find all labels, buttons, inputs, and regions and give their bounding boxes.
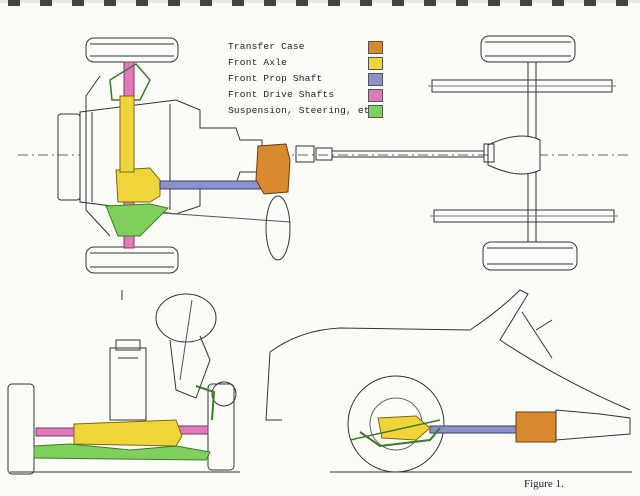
plan-view — [18, 35, 630, 274]
legend-swatch — [368, 73, 383, 86]
front-right-tire — [85, 246, 179, 274]
front-view-left-tire — [7, 383, 35, 475]
transfer-case — [255, 143, 291, 195]
spiral-binding — [0, 0, 640, 6]
legend-label: Suspension, Steering, etc. — [228, 105, 382, 116]
front-left-tire — [85, 37, 179, 63]
front-view-axle — [73, 419, 183, 447]
legend-label: Transfer Case — [228, 41, 305, 52]
rear-right-tire — [482, 241, 578, 271]
legend-item: Front Drive Shafts — [228, 88, 388, 104]
side-view-transfer-case — [515, 411, 557, 443]
legend-item: Front Axle — [228, 56, 388, 72]
legend-item: Suspension, Steering, etc. — [228, 104, 388, 120]
legend-swatch — [368, 57, 383, 70]
legend-label: Front Drive Shafts — [228, 89, 335, 100]
side-view-prop-shaft — [429, 425, 517, 434]
front-suspension — [105, 203, 169, 237]
front-view — [7, 290, 240, 475]
side-view — [265, 289, 632, 473]
legend-label: Front Axle — [228, 57, 288, 68]
legend-swatch — [368, 41, 383, 54]
air-cleaner-outline — [155, 293, 217, 343]
rear-left-tire — [480, 35, 576, 63]
legend-swatch — [368, 89, 383, 102]
legend-label: Front Prop Shaft — [228, 73, 323, 84]
front-prop-shaft — [159, 180, 261, 190]
legend-item: Transfer Case — [228, 40, 388, 56]
figure-caption: Figure 1. — [524, 478, 564, 490]
front-axle-differential — [115, 167, 161, 203]
legend-item: Front Prop Shaft — [228, 72, 388, 88]
legend-swatch — [368, 105, 383, 118]
spare-wheel-outline — [265, 195, 291, 261]
color-legend: Transfer Case Front Axle Front Prop Shaf… — [228, 40, 388, 120]
